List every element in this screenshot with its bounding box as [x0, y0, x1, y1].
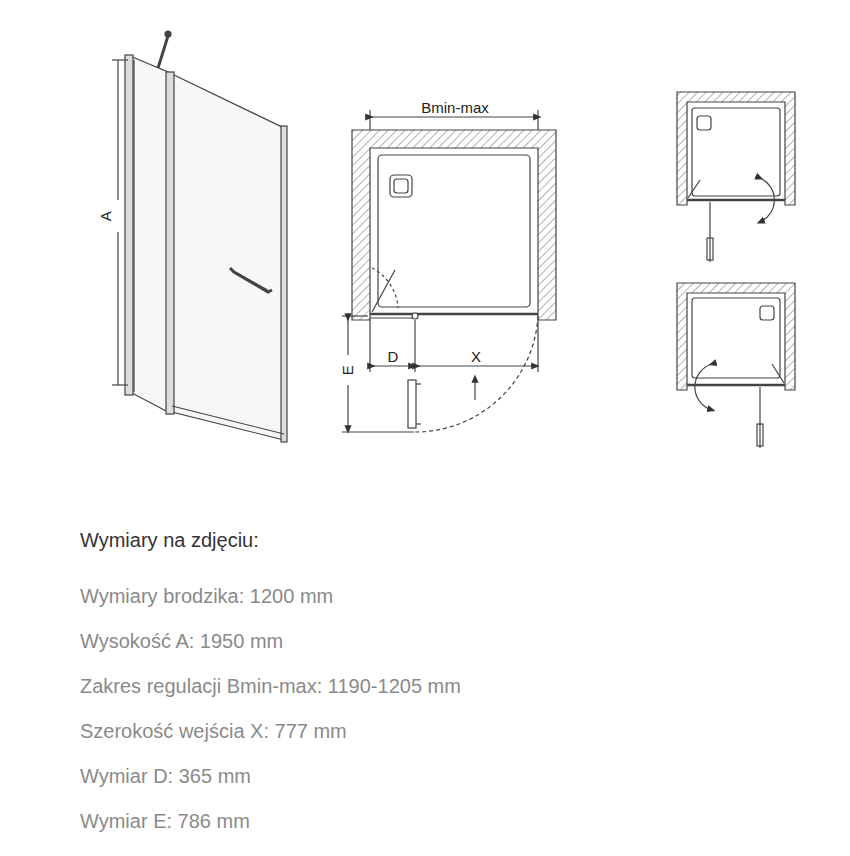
spec-line: Wysokość A: 1950 mm: [80, 630, 283, 652]
spec-line: Wymiary brodzika: 1200 mm: [80, 585, 333, 607]
spec-line: Szerokość wejścia X: 777 mm: [80, 720, 347, 742]
door-perspective: [112, 31, 287, 442]
spec-heading: Wymiary na zdjęciu:: [80, 529, 259, 551]
spec-line: Wymiar E: 786 mm: [80, 810, 250, 832]
dimension-label: A: [98, 209, 115, 223]
dimension-label: E: [340, 363, 357, 377]
spec-line: Zakres regulacji Bmin-max: 1190-1205 mm: [80, 675, 461, 697]
dimension-label: Bmin-max: [419, 100, 491, 117]
variant-views: [677, 92, 795, 448]
dimension-label: X: [469, 349, 483, 366]
dimension-label: D: [386, 349, 401, 366]
spec-line: Wymiar D: 365 mm: [80, 765, 251, 787]
plan-view: [342, 110, 556, 432]
